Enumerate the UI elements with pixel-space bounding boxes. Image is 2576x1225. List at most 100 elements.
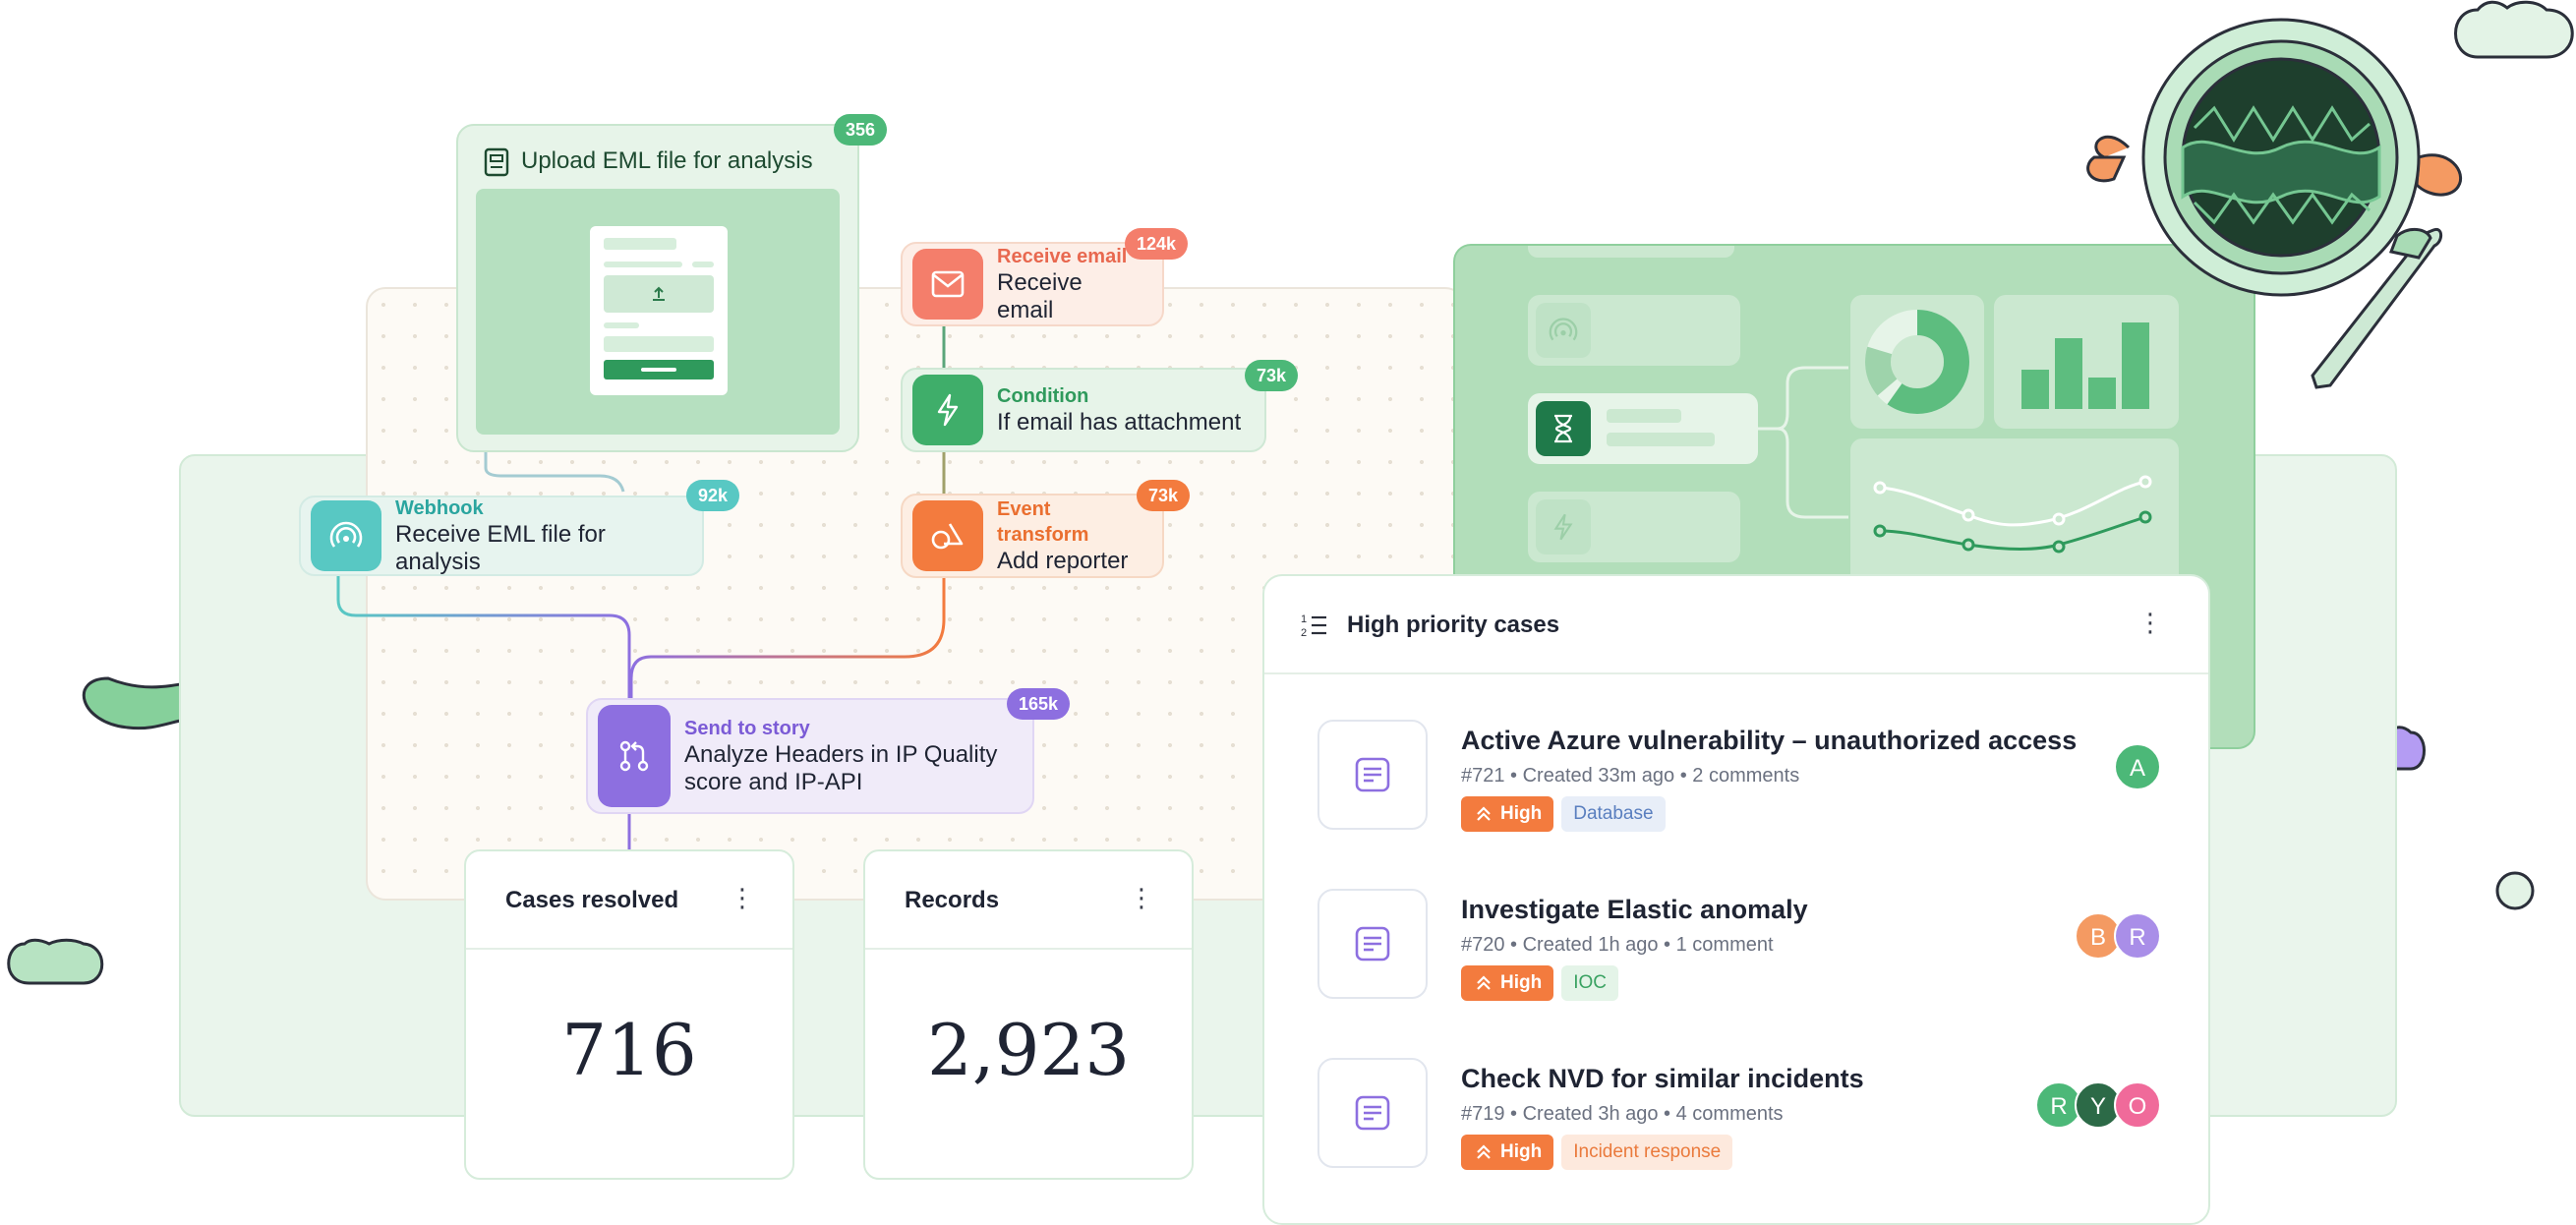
ordered-list-icon: 1 2 (1301, 613, 1326, 639)
lightning-icon (1536, 499, 1591, 554)
priority-badge: High (1461, 1135, 1554, 1170)
top-right-cloud (2454, 0, 2574, 59)
document-icon (1317, 889, 1428, 999)
node-send-to-story[interactable]: Send to story Analyze Headers in IP Qual… (586, 698, 1034, 814)
hourglass-icon (1536, 401, 1591, 456)
kebab-menu-icon[interactable]: ⋮ (730, 883, 755, 912)
receive-email-count-badge: 124k (1125, 228, 1189, 260)
node-webhook-kind: Webhook (395, 497, 484, 519)
broadcast-icon (1536, 303, 1591, 358)
stat-value: 716 (561, 1009, 697, 1091)
avatar[interactable]: R (2114, 912, 2161, 960)
magnifier-illustration (2086, 18, 2463, 389)
case-tags: High IOC (1461, 965, 1618, 1001)
donut-chart-widget (1850, 295, 1984, 429)
node-condition-desc: If email has attachment (997, 409, 1242, 436)
stat-card-records[interactable]: Records ⋮ 2,923 (863, 849, 1194, 1180)
priority-badge: High (1461, 965, 1554, 1001)
priority-label: High (1500, 972, 1543, 993)
connector-webhook (336, 572, 631, 706)
node-webhook-desc: Receive EML file for analysis (395, 521, 606, 575)
connector-upload (484, 452, 625, 493)
avatar[interactable]: A (2114, 743, 2161, 790)
condition-count-badge: 73k (1245, 360, 1299, 391)
case-list-item[interactable]: Check NVD for similar incidents #719 • C… (1264, 1058, 2208, 1225)
node-receive-email-desc: Receive email (997, 269, 1083, 323)
upload-form-mock (590, 226, 728, 395)
chevrons-up-icon (1477, 1144, 1491, 1159)
webhook-count-badge: 92k (686, 480, 740, 511)
stat-card-cases-resolved[interactable]: Cases resolved ⋮ 716 (464, 849, 794, 1180)
node-send-to-story-desc-2: score and IP-API (684, 769, 863, 795)
priority-badge: High (1461, 796, 1554, 832)
document-icon (1317, 1058, 1428, 1168)
case-title[interactable]: Investigate Elastic anomaly (1461, 895, 1808, 924)
node-receive-email[interactable]: Receive email Receive email (901, 242, 1164, 326)
svg-text:2: 2 (1301, 627, 1307, 639)
event-transform-count-badge: 73k (1137, 480, 1191, 511)
kebab-menu-icon[interactable]: ⋮ (2137, 608, 2163, 637)
case-meta: #719 • Created 3h ago • 4 comments (1461, 1103, 1784, 1125)
case-list-item[interactable]: Active Azure vulnerability – unauthorize… (1264, 720, 2208, 889)
lightning-icon (912, 375, 983, 445)
node-condition[interactable]: Condition If email has attachment (901, 368, 1266, 452)
category-tag[interactable]: IOC (1561, 965, 1618, 1001)
upload-count-badge: 356 (834, 114, 888, 146)
cases-panel-title: High priority cases (1347, 612, 1560, 638)
line-chart-widget (1850, 438, 2179, 586)
shapes-icon (912, 500, 983, 571)
category-tag[interactable]: Incident response (1561, 1135, 1733, 1170)
bar-chart-widget (1994, 295, 2179, 429)
node-event-transform-desc: Add reporter (997, 548, 1129, 574)
category-tag[interactable]: Database (1561, 796, 1666, 832)
svg-text:1: 1 (1301, 613, 1307, 625)
stat-card-header: Records ⋮ (865, 851, 1192, 950)
dash-row-broadcast (1528, 295, 1740, 366)
case-tags: High Incident response (1461, 1135, 1733, 1170)
upload-title: Upload EML file for analysis (521, 147, 813, 174)
node-event-transform[interactable]: Event transform Add reporter (901, 494, 1164, 578)
priority-label: High (1500, 803, 1543, 824)
cases-panel-header: 1 2 High priority cases ⋮ (1264, 576, 2208, 674)
dash-row-lightning (1528, 492, 1740, 562)
file-icon (484, 147, 509, 177)
upload-eml-card[interactable]: Upload EML file for analysis (456, 124, 859, 452)
dash-row-hourglass (1528, 393, 1758, 464)
case-meta: #720 • Created 1h ago • 1 comment (1461, 934, 1774, 956)
send-to-story-count-badge: 165k (1007, 688, 1071, 720)
stat-value: 2,923 (926, 1009, 1131, 1091)
node-webhook[interactable]: Webhook Receive EML file for analysis (299, 496, 704, 576)
assignee-avatars: A (2114, 743, 2161, 790)
document-icon (1317, 720, 1428, 830)
case-title[interactable]: Check NVD for similar incidents (1461, 1064, 1864, 1093)
case-list-item[interactable]: Investigate Elastic anomaly #720 • Creat… (1264, 889, 2208, 1058)
case-tags: High Database (1461, 796, 1666, 832)
stat-label: Records (905, 887, 1000, 913)
small-green-circle (2495, 871, 2535, 910)
node-send-to-story-desc-1: Analyze Headers in IP Quality (684, 741, 998, 768)
git-merge-icon (598, 705, 671, 807)
broadcast-icon (311, 500, 381, 571)
case-meta: #721 • Created 33m ago • 2 comments (1461, 765, 1800, 787)
stat-label: Cases resolved (505, 887, 679, 913)
chevrons-up-icon (1477, 975, 1491, 990)
node-event-transform-kind: Event transform (997, 498, 1089, 546)
case-title[interactable]: Active Azure vulnerability – unauthorize… (1461, 726, 2078, 755)
stat-card-header: Cases resolved ⋮ (466, 851, 792, 950)
avatar[interactable]: O (2114, 1081, 2161, 1129)
node-send-to-story-kind: Send to story (684, 718, 810, 739)
small-green-cloud-left (7, 938, 104, 985)
chevrons-up-icon (1477, 806, 1491, 821)
upload-preview (476, 189, 840, 435)
mail-icon (912, 249, 983, 320)
upload-submit-button[interactable] (604, 360, 714, 379)
node-condition-kind: Condition (997, 385, 1089, 407)
upload-icon[interactable] (604, 275, 714, 313)
high-priority-cases-panel: 1 2 High priority cases ⋮ Active Azure v… (1262, 574, 2210, 1225)
priority-label: High (1500, 1141, 1543, 1162)
kebab-menu-icon[interactable]: ⋮ (1129, 883, 1154, 912)
